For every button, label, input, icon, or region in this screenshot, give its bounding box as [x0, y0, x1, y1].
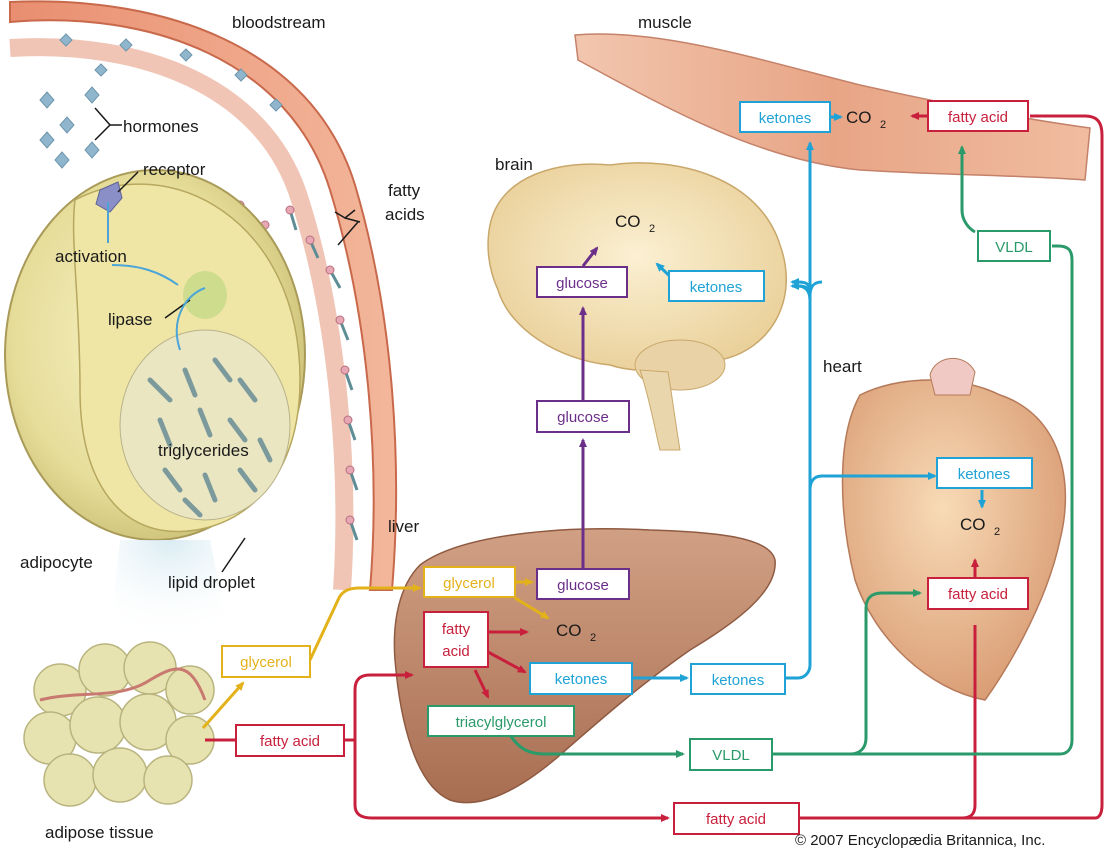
heart-shape: [843, 358, 1066, 700]
box-muscle-ketones: ketones: [740, 102, 830, 132]
co2-brain-sub: 2: [649, 223, 655, 235]
fatty-acids-label-line1: fatty: [388, 181, 421, 200]
box-heart-fatty-acid: fatty acid: [928, 578, 1028, 609]
adipose-tissue-cluster: [24, 642, 214, 806]
co2-liver-text: CO: [556, 621, 582, 640]
box-out-ketones-text: ketones: [712, 672, 765, 689]
box-bottom-fatty-acid: fatty acid: [674, 803, 799, 834]
box-heart-fatty-acid-text: fatty acid: [948, 586, 1008, 603]
box-adipose-fatty-acid-text: fatty acid: [260, 733, 320, 750]
adipocyte-cell: [5, 170, 305, 540]
box-muscle-vldl: VLDL: [978, 231, 1050, 261]
box-liver-glucose-text: glucose: [557, 577, 609, 594]
box-liver-ketones: ketones: [530, 663, 632, 694]
heart-label: heart: [823, 357, 862, 376]
box-liver-triacylglycerol-text: triacylglycerol: [456, 714, 547, 731]
box-liver-glucose: glucose: [537, 569, 629, 599]
box-liver-triacylglycerol: triacylglycerol: [428, 706, 574, 736]
box-heart-ketones-text: ketones: [958, 466, 1011, 483]
box-adipose-fatty-acid: fatty acid: [236, 725, 344, 756]
box-brain-ketones-text: ketones: [690, 279, 743, 296]
box-muscle-fatty-acid: fatty acid: [928, 101, 1028, 131]
adipose-tissue-label: adipose tissue: [45, 823, 154, 842]
copyright-text: © 2007 Encyclopædia Britannica, Inc.: [795, 832, 1045, 849]
box-muscle-ketones-text: ketones: [759, 110, 812, 127]
box-muscle-fatty-acid-text: fatty acid: [948, 109, 1008, 126]
lipase-label: lipase: [108, 310, 152, 329]
box-liver-fatty-acid-line1: fatty: [442, 621, 471, 638]
activation-label: activation: [55, 247, 127, 266]
box-bottom-fatty-acid-text: fatty acid: [706, 811, 766, 828]
co2-heart-sub: 2: [994, 526, 1000, 538]
liver-label: liver: [388, 517, 420, 536]
brain-shape: [488, 163, 786, 450]
co2-liver-sub: 2: [590, 632, 596, 644]
brain-label: brain: [495, 155, 533, 174]
co2-muscle-sub: 2: [880, 119, 886, 131]
box-adipose-glycerol: glycerol: [222, 646, 310, 677]
box-liver-fatty-acid: fatty acid: [424, 612, 488, 667]
box-out-ketones: ketones: [691, 664, 785, 694]
box-liver-fatty-acid-line2: acid: [442, 643, 470, 660]
co2-heart-text: CO: [960, 515, 986, 534]
lipid-droplet-label: lipid droplet: [168, 573, 255, 592]
box-heart-ketones: ketones: [937, 458, 1032, 488]
box-liver-glycerol: glycerol: [424, 567, 515, 597]
box-liver-glycerol-text: glycerol: [443, 575, 495, 592]
box-vldl-bottom: VLDL: [690, 739, 772, 770]
box-brain-glucose: glucose: [537, 267, 627, 297]
muscle-label: muscle: [638, 13, 692, 32]
box-liver-ketones-text: ketones: [555, 671, 608, 688]
receptor-label: receptor: [143, 160, 206, 179]
co2-muscle-text: CO: [846, 108, 872, 127]
co2-brain-text: CO: [615, 212, 641, 231]
adipocyte-label: adipocyte: [20, 553, 93, 572]
fatty-acids-label-line2: acids: [385, 205, 425, 224]
box-adipose-glycerol-text: glycerol: [240, 654, 292, 671]
triglycerides-label: triglycerides: [158, 441, 249, 460]
box-brain-glucose-text: glucose: [556, 275, 608, 292]
box-mid-glucose: glucose: [537, 401, 629, 432]
box-mid-glucose-text: glucose: [557, 409, 609, 426]
box-brain-ketones: ketones: [669, 271, 764, 301]
bloodstream-label: bloodstream: [232, 13, 326, 32]
box-vldl-bottom-text: VLDL: [712, 747, 750, 764]
box-muscle-vldl-text: VLDL: [995, 239, 1033, 256]
hormones-label: hormones: [123, 117, 199, 136]
